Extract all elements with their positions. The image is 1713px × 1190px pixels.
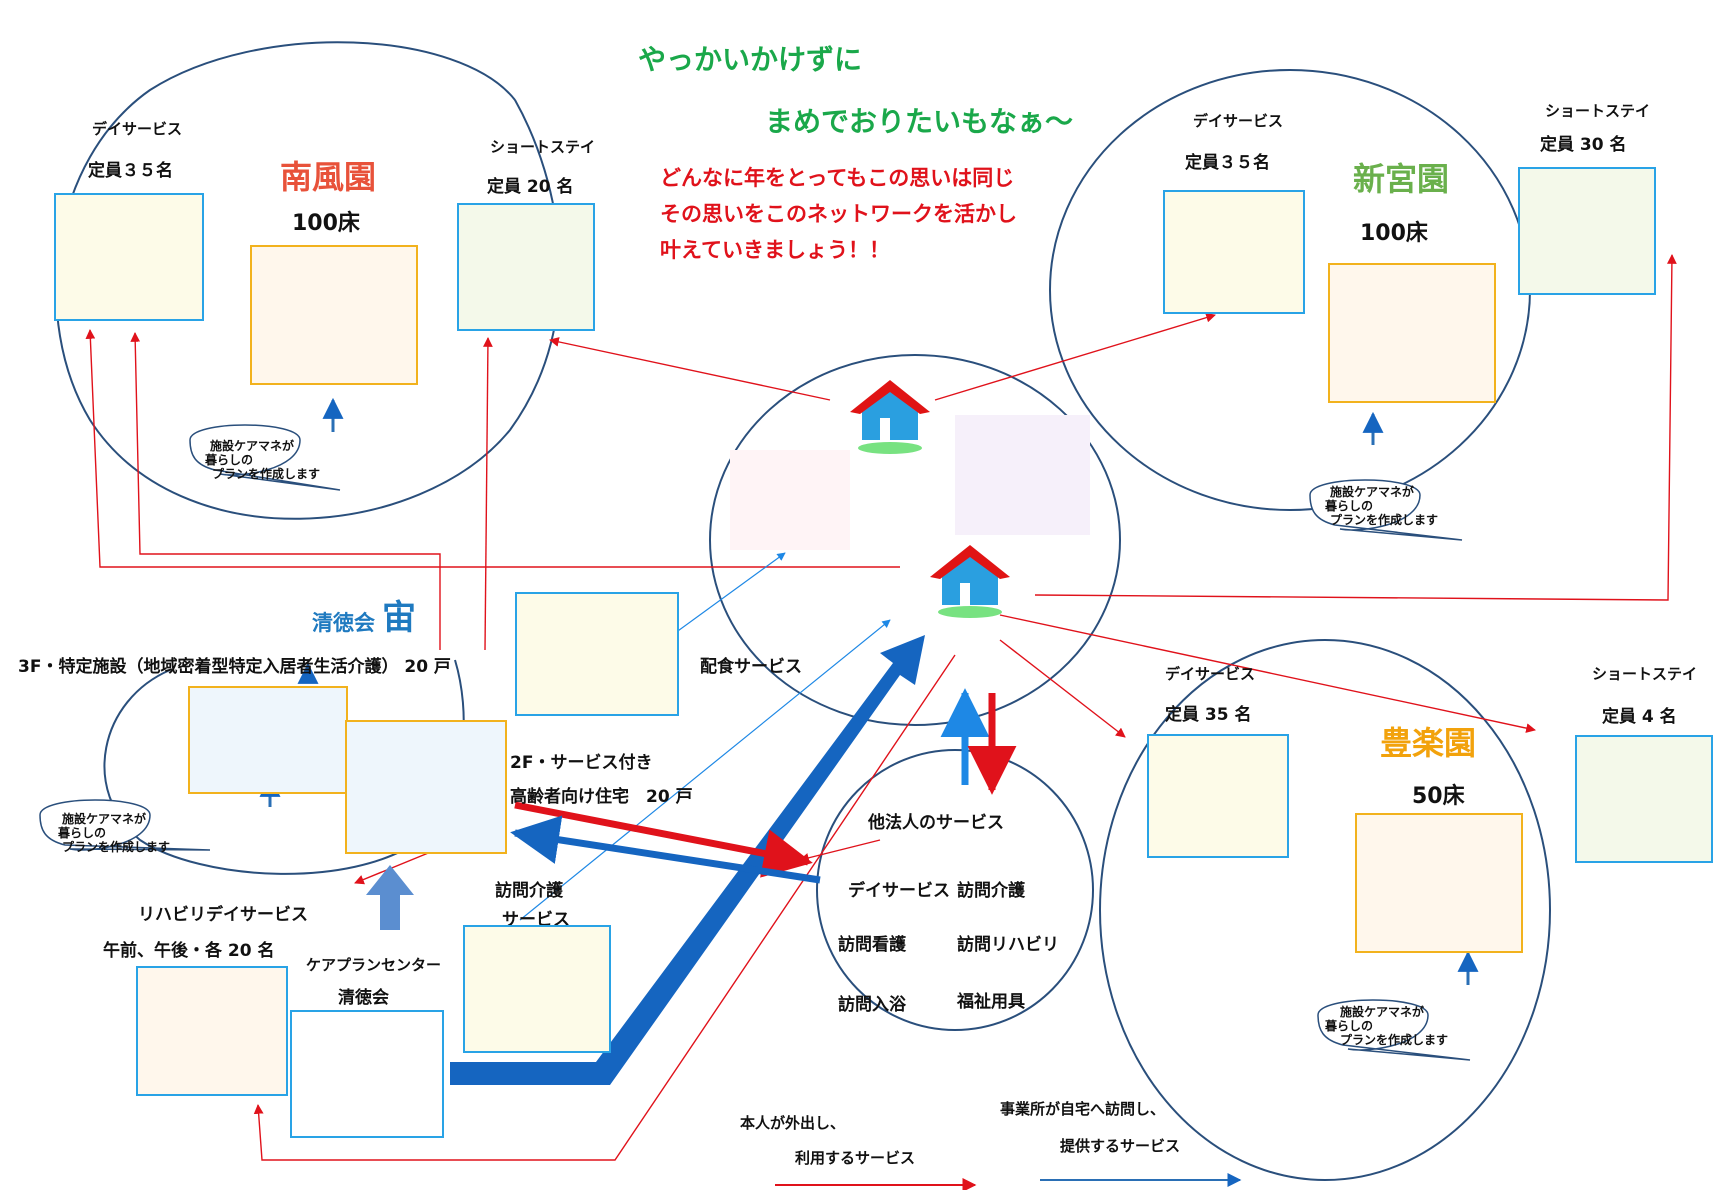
shinmiya-building-illustration: [1328, 263, 1496, 403]
other-service-day: デイサービス: [848, 881, 950, 901]
shinmiya-bubble-1: 施設ケアマネが: [1330, 485, 1415, 499]
nanpuen-beds: 100床: [292, 211, 360, 236]
home-house-icon-2: [930, 545, 1010, 618]
horaku-short-illustration: [1575, 735, 1713, 863]
legend-out-2: 利用するサービス: [795, 1149, 916, 1167]
shinmiya-short-illustration: [1518, 167, 1656, 295]
nanpuen-name: 南風園: [280, 158, 377, 196]
nanpuen-short-cap: 定員 20 名: [487, 177, 574, 197]
sora-bubble-1: 施設ケアマネが: [62, 812, 147, 826]
careplan-up-arrow: [366, 865, 414, 930]
nanpuen-bubble-1: 施設ケアマネが: [210, 439, 295, 453]
nanpuen-day-cap: 定員３５名: [88, 161, 173, 181]
slogan-line1: やっかいかけずに: [638, 43, 863, 76]
shinmiya-short-cap: 定員 30 名: [1540, 135, 1627, 155]
other-service-rehab: 訪問リハビリ: [957, 935, 1059, 955]
horaku-bubble-3: プランを作成します: [1340, 1033, 1449, 1047]
sora-bubble-3: プランを作成します: [62, 840, 171, 854]
horaku-name: 豊楽園: [1380, 724, 1477, 762]
nanpuen-bubble-2: 暮らしの: [205, 453, 254, 467]
nanpuen-building-illustration: [250, 245, 418, 385]
legend-in-1: 事業所が自宅へ訪問し、: [1000, 1100, 1166, 1118]
slogan-message-2: その思いをこのネットワークを活かし: [660, 202, 1017, 226]
horaku-day-label: デイサービス: [1165, 665, 1256, 683]
horaku-short-cap: 定員 4 名: [1602, 707, 1677, 727]
sora-floor2a: 2F・サービス付き: [510, 753, 653, 773]
rehab-day-cap: 午前、午後・各 20 名: [103, 941, 275, 961]
other-services-title: 他法人のサービス: [868, 813, 1004, 833]
other-circle: [816, 749, 1094, 1031]
home-circle: [709, 354, 1121, 726]
legend-out-1: 本人が外出し、: [740, 1114, 846, 1132]
shinmiya-day-illustration: [1163, 190, 1305, 314]
horaku-day-cap: 定員 35 名: [1165, 705, 1252, 725]
shinmiya-short-label: ショートステイ: [1545, 102, 1651, 120]
sora-bubble-2: 暮らしの: [58, 826, 107, 840]
horaku-bubble-2: 暮らしの: [1325, 1019, 1374, 1033]
horaku-beds: 50床: [1412, 784, 1465, 809]
nanpuen-day-illustration: [54, 193, 204, 321]
visitcare-label-1: 訪問介護: [495, 881, 563, 901]
rehab-illustration: [136, 966, 288, 1096]
horaku-short-label: ショートステイ: [1592, 665, 1698, 683]
nanpuen-day-label: デイサービス: [92, 120, 183, 138]
other-service-visitcare: 訪問介護: [957, 881, 1025, 901]
horaku-bubble-1: 施設ケアマネが: [1340, 1005, 1425, 1019]
sora-floor3: 3F・特定施設（地域密着型特定入居者生活介護） 20 戸: [18, 657, 451, 677]
sora-name: 宙: [382, 598, 416, 638]
sora-floor2b: 高齢者向け住宅 20 戸: [510, 787, 693, 807]
horaku-building-illustration: [1355, 813, 1523, 953]
nanpuen-short-label: ショートステイ: [490, 138, 596, 156]
careplan-label-2: 清徳会: [338, 988, 389, 1008]
careplan-label-1: ケアプランセンター: [306, 956, 442, 974]
sora-org: 清徳会: [312, 611, 375, 635]
sora-3f-illustration: [188, 686, 348, 794]
meal-delivery-illustration: [730, 450, 850, 550]
shinmiya-bubble-2: 暮らしの: [1325, 499, 1374, 513]
meal-illustration: [515, 592, 679, 716]
nanpuen-circle: [55, 41, 561, 520]
shinmiya-name: 新宮園: [1353, 160, 1450, 198]
elderly-people-illustration: [955, 415, 1090, 535]
slogan-message-3: 叶えていきましょう！！: [660, 238, 890, 262]
horaku-circle: [1099, 639, 1551, 1181]
rehab-day-label: リハビリデイサービス: [138, 905, 308, 925]
home-house-icon-1: [850, 380, 930, 454]
shinmiya-beds: 100床: [1360, 221, 1428, 246]
slogan-line2: まめでおりたいもなぁ～: [765, 105, 1074, 138]
other-service-equipment: 福祉用具: [957, 992, 1025, 1012]
careplan-illustration: [290, 1010, 444, 1138]
nanpuen-bubble-3: プランを作成します: [212, 467, 321, 481]
shinmiya-bubble-3: プランを作成します: [1330, 513, 1439, 527]
other-service-nursing: 訪問看護: [838, 935, 906, 955]
shinmiya-day-cap: 定員３５名: [1185, 153, 1270, 173]
shinmiya-day-label: デイサービス: [1193, 112, 1284, 130]
meal-label: 配食サービス: [700, 657, 802, 677]
slogan-message-1: どんなに年をとってもこの思いは同じ: [660, 166, 1015, 190]
horaku-day-illustration: [1147, 734, 1289, 858]
other-service-bath: 訪問入浴: [838, 995, 906, 1015]
sora-2f-illustration: [345, 720, 507, 854]
nanpuen-short-illustration: [457, 203, 595, 331]
visitcare-illustration: [463, 925, 611, 1053]
legend-in-2: 提供するサービス: [1060, 1137, 1181, 1155]
